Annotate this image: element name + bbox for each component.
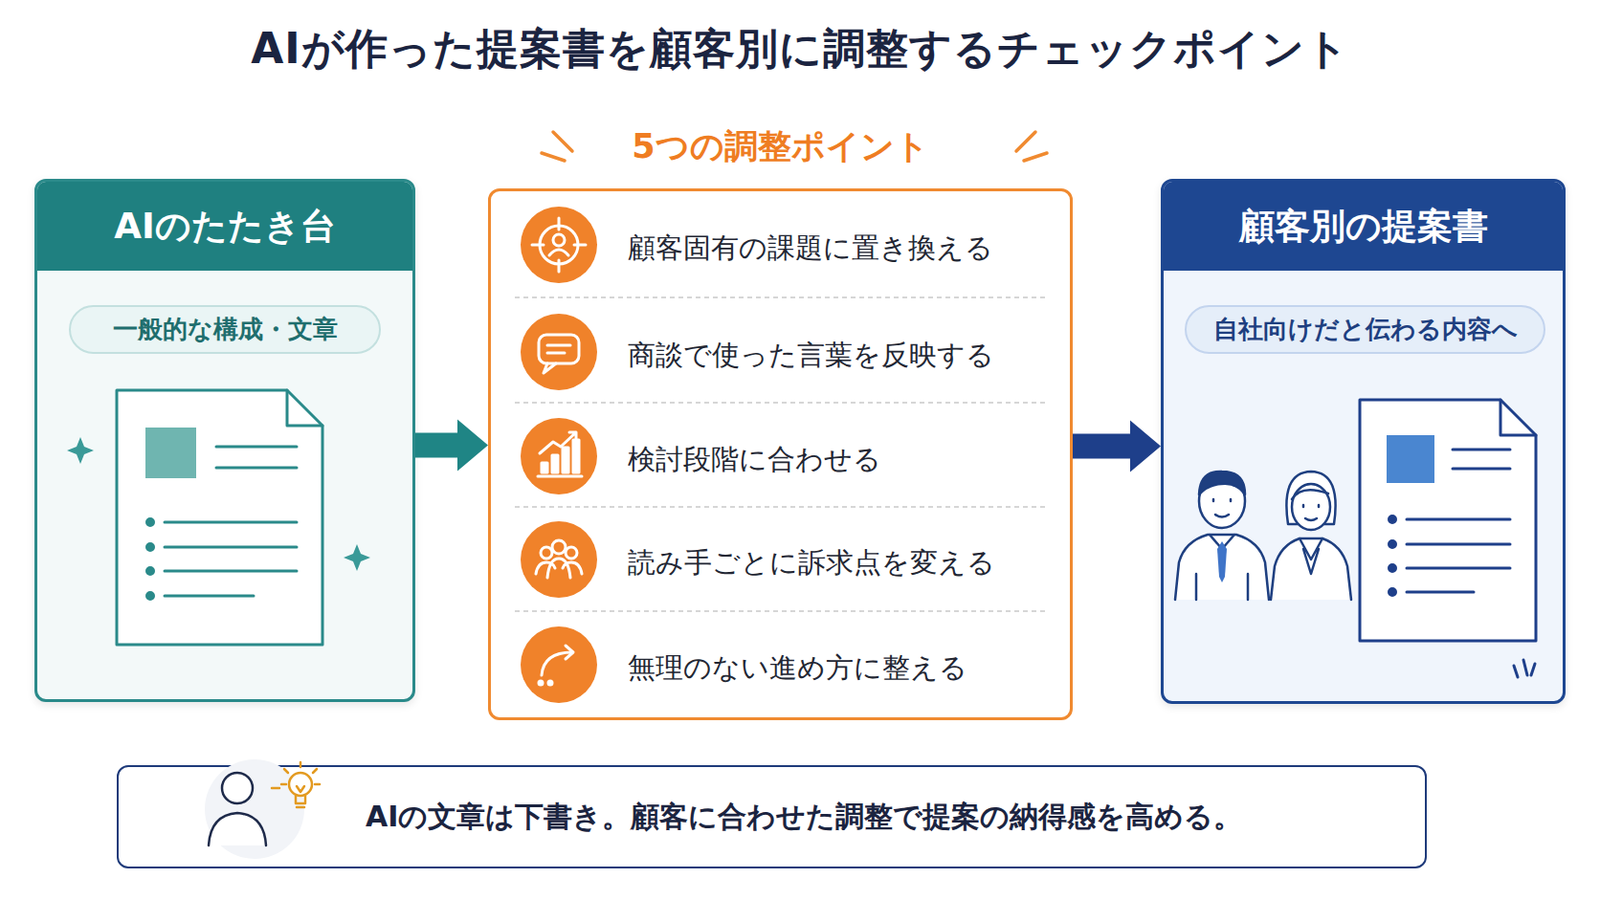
header-text: 顧客別の提案書: [1239, 202, 1489, 251]
summary-banner: AIの文章は下書き。顧客に合わせた調整で提案の納得感を高める。: [116, 765, 1427, 869]
diagram-title: AIが作った提案書を顧客別に調整するチェックポイント: [0, 21, 1600, 78]
burst-lines-part: [1016, 132, 1047, 161]
tag-text: 一般的な構成・文章: [112, 312, 338, 347]
panel-header: 顧客別の提案書: [1163, 181, 1563, 271]
summary-text: AIの文章は下書き。顧客に合わせた調整で提案の納得感を高める。: [365, 767, 1243, 867]
output-panel: 顧客別の提案書自社向けだと伝わる内容へ: [1160, 178, 1566, 705]
panel-header: AIのたたき台: [37, 181, 413, 271]
section-heading: 5つの調整ポイント: [490, 124, 1070, 170]
flow-arrow: [415, 420, 489, 472]
tag-text: 自社向けだと伝わる内容へ: [1213, 312, 1518, 347]
tag-pill: 自社向けだと伝わる内容へ: [1184, 305, 1546, 355]
checklist-item: 読み手ごとに訴求点を変える: [627, 543, 996, 582]
checklist-item: 無理のない進め方に整える: [627, 648, 968, 688]
flow-arrow: [1072, 421, 1161, 473]
checklist-item: 顧客固有の課題に置き換える: [627, 228, 994, 267]
input-panel: AIのたたき台一般的な構成・文章: [34, 178, 416, 703]
checklist-box: 5つの調整ポイント顧客固有の課題に置き換える商談で使った言葉を反映する検討段階に…: [488, 188, 1073, 721]
burst-lines-part: [541, 132, 573, 161]
checklist-item: 商談で使った言葉を反映する: [627, 335, 995, 375]
header-text: AIのたたき台: [113, 202, 335, 251]
checklist-item: 検討段階に合わせる: [627, 440, 882, 479]
tag-pill: 一般的な構成・文章: [68, 305, 381, 355]
